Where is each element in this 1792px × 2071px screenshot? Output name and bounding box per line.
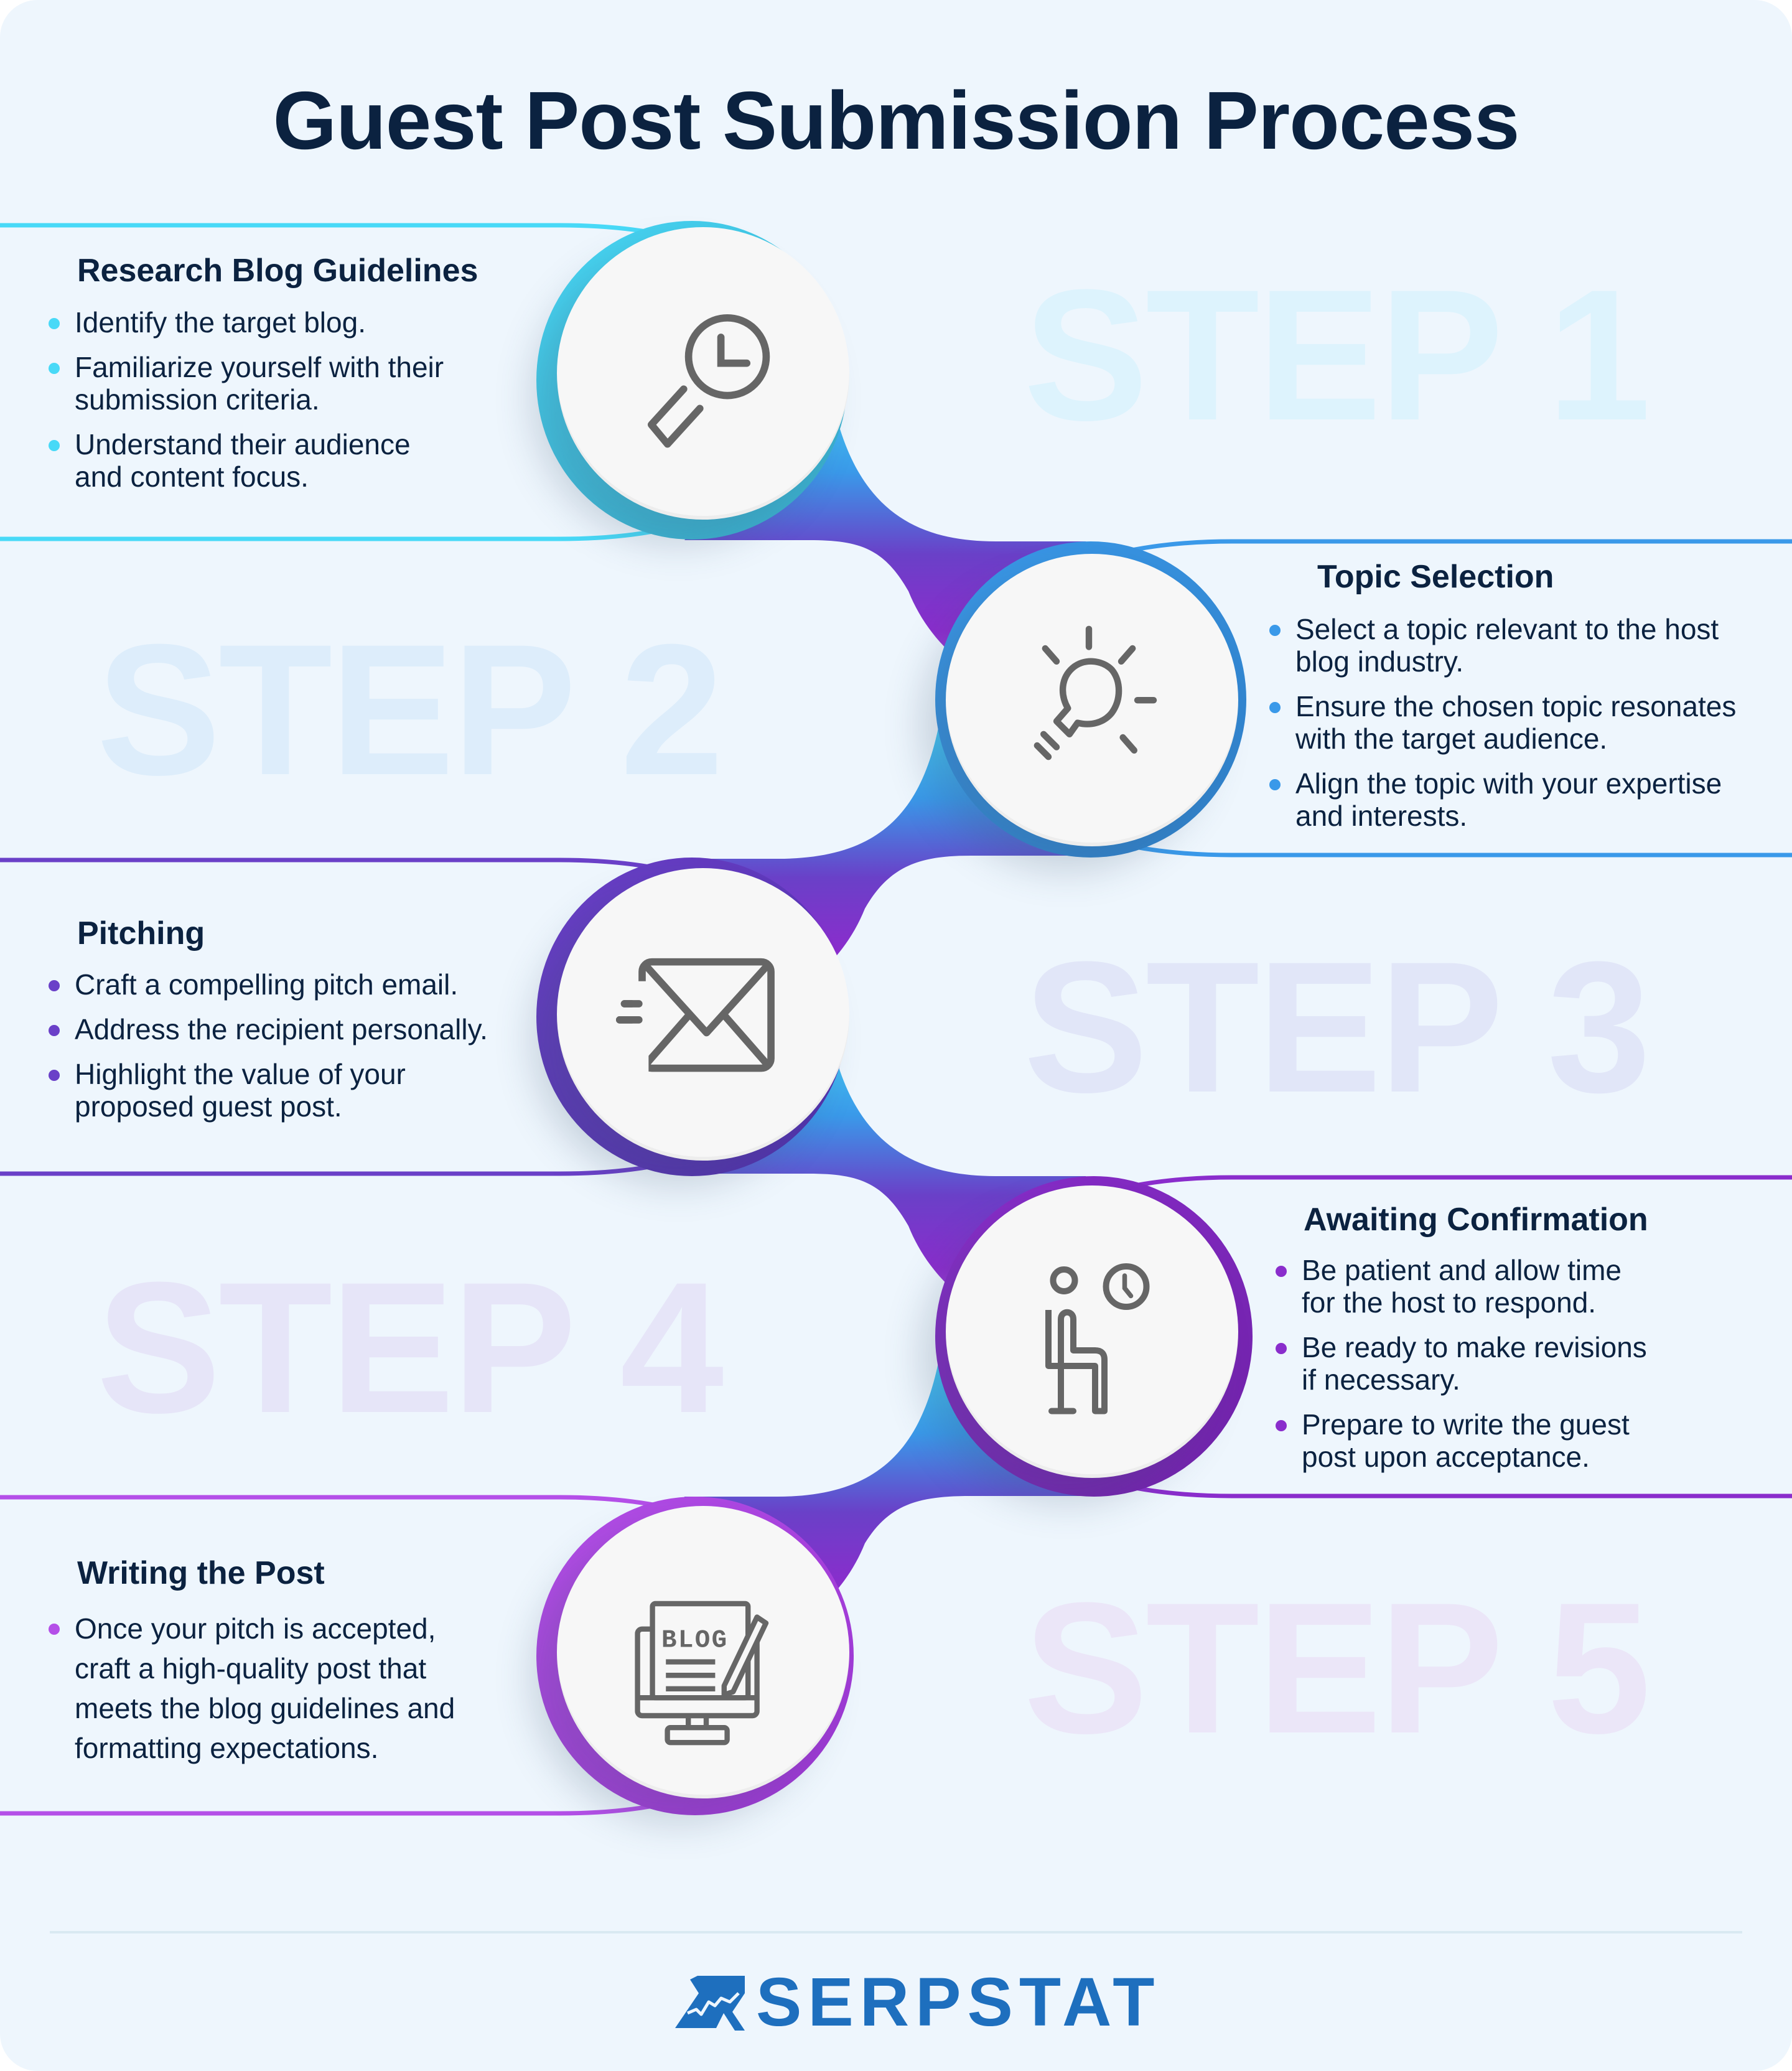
step-3-bullets: Craft a compelling pitch email. Address …: [49, 968, 521, 1135]
step-3-heading: Pitching: [77, 915, 205, 951]
step-5-heading: Writing the Post: [77, 1555, 325, 1591]
step-4-bullets: Be patient and allow time for the host t…: [1276, 1254, 1661, 1485]
list-item: Understand their audience and content fo…: [49, 428, 447, 493]
bullet-dot: [49, 318, 60, 329]
footer-divider: [50, 1931, 1742, 1933]
serpstat-logo-icon: [675, 1976, 745, 2031]
step-4-circle: [946, 1185, 1238, 1478]
bullet-dot: [1269, 702, 1281, 713]
envelope-send-icon: [616, 958, 775, 1072]
bullet-dot: [1269, 625, 1281, 636]
bullet-dot: [1276, 1343, 1287, 1354]
bullet-dot: [49, 1624, 60, 1635]
step-1-heading: Research Blog Guidelines: [77, 253, 478, 289]
list-item: Prepare to write the guest post upon acc…: [1276, 1408, 1661, 1473]
bullet-dot: [49, 363, 60, 374]
list-item: Craft a compelling pitch email.: [49, 968, 521, 1001]
step-1-label: STEP 1: [1024, 250, 1651, 459]
list-item: Identify the target blog.: [49, 306, 447, 339]
step-2-heading: Topic Selection: [1317, 559, 1554, 595]
bullet-dot: [1276, 1420, 1287, 1431]
step-4-heading: Awaiting Confirmation: [1304, 1202, 1648, 1238]
bullet-dot: [49, 1025, 60, 1036]
bullet-dot: [49, 440, 60, 451]
step-2-circle: [946, 554, 1238, 846]
bullet-dot: [49, 1070, 60, 1081]
step-1-bullets: Identify the target blog. Familiarize yo…: [49, 306, 447, 505]
list-item: Address the recipient personally.: [49, 1013, 521, 1045]
blog-monitor-pencil-icon: BLOG: [635, 1601, 769, 1746]
step-1-circle: [557, 227, 849, 520]
step-4-label: STEP 4: [96, 1243, 724, 1452]
brand-name: SERPSTAT: [756, 1964, 1161, 2041]
magnifier-clock-icon: [647, 314, 770, 448]
list-item: Select a topic relevant to the host blog…: [1269, 613, 1767, 678]
list-item: Highlight the value of your proposed gue…: [49, 1058, 521, 1123]
step-5-label: STEP 5: [1024, 1563, 1651, 1772]
list-item: Familiarize yourself with their submissi…: [49, 351, 447, 416]
step-3-label: STEP 3: [1024, 922, 1651, 1131]
step-2-label: STEP 2: [96, 605, 724, 814]
step-2-bullets: Select a topic relevant to the host blog…: [1269, 613, 1767, 844]
list-item: Align the topic with your expertise and …: [1269, 767, 1767, 832]
list-item: Be patient and allow time for the host t…: [1276, 1254, 1661, 1319]
bullet-dot: [49, 980, 60, 991]
list-item: Be ready to make revisions if necessary.: [1276, 1331, 1661, 1396]
person-waiting-clock-icon: [1045, 1263, 1150, 1414]
serpstat-logo: SERPSTAT: [674, 1964, 1161, 2041]
step-5-bullets: Once your pitch is accepted, craft a hig…: [49, 1609, 484, 1780]
lightbulb-icon: [1034, 625, 1157, 760]
bullet-dot: [1276, 1266, 1287, 1277]
list-item: Ensure the chosen topic resonates with t…: [1269, 690, 1767, 755]
blog-label: BLOG: [661, 1627, 729, 1655]
bullet-dot: [1269, 779, 1281, 790]
page-title: Guest Post Submission Process: [273, 75, 1520, 166]
step-3-circle: [557, 868, 849, 1161]
list-item: Once your pitch is accepted, craft a hig…: [49, 1609, 484, 1768]
